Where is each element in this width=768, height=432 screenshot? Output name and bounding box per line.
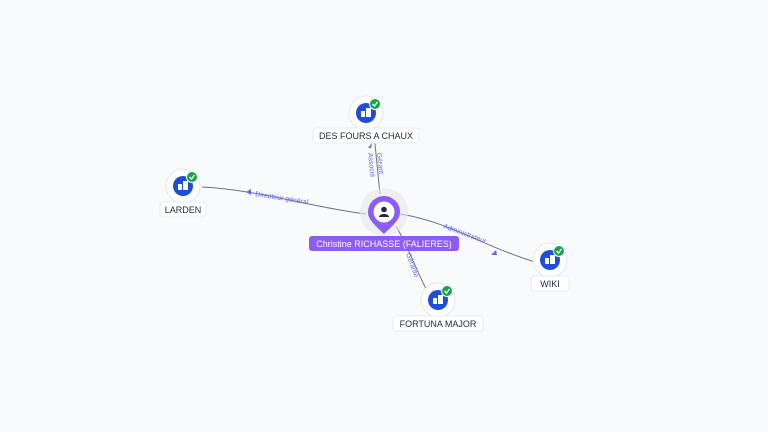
person-icon [379, 206, 389, 217]
person-node[interactable] [360, 188, 408, 236]
edge-label-fortuna: Gérante [404, 252, 419, 278]
company-name-des-fours: DES FOURS A CHAUX [319, 131, 413, 141]
edge-des-fours [373, 133, 381, 195]
edge-arrow-des-fours [368, 143, 372, 148]
verified-check-icon [186, 171, 198, 183]
person-label[interactable]: Christine RICHASSE (FALIERES) [309, 236, 459, 251]
edge-larden [201, 186, 367, 215]
company-node-des-fours[interactable] [348, 95, 384, 131]
verified-check-icon [441, 285, 453, 297]
edge-label-des-fours-2: Associé [366, 152, 376, 177]
edge-label-des-fours-1: Gérant [375, 152, 384, 174]
edge-arrow-wiki [491, 250, 497, 255]
verified-check-icon [553, 245, 565, 257]
company-label-des-fours[interactable]: DES FOURS A CHAUX [312, 127, 420, 144]
company-label-larden[interactable]: LARDEN [159, 201, 207, 218]
edge-label-larden: Directeur général [255, 191, 310, 206]
company-name-larden: LARDEN [165, 205, 202, 215]
company-label-wiki[interactable]: WIKI [530, 275, 570, 292]
company-node-fortuna[interactable] [420, 282, 456, 318]
edge-arrow-larden [246, 189, 251, 195]
verified-check-icon [369, 98, 381, 110]
company-label-fortuna[interactable]: FORTUNA MAJOR [392, 315, 484, 332]
company-node-wiki[interactable] [532, 242, 568, 278]
edge-wiki [399, 213, 536, 263]
person-name: Christine RICHASSE (FALIERES) [316, 239, 452, 249]
company-node-larden[interactable] [165, 168, 201, 204]
company-name-fortuna: FORTUNA MAJOR [400, 319, 477, 329]
company-name-wiki: WIKI [540, 279, 560, 289]
